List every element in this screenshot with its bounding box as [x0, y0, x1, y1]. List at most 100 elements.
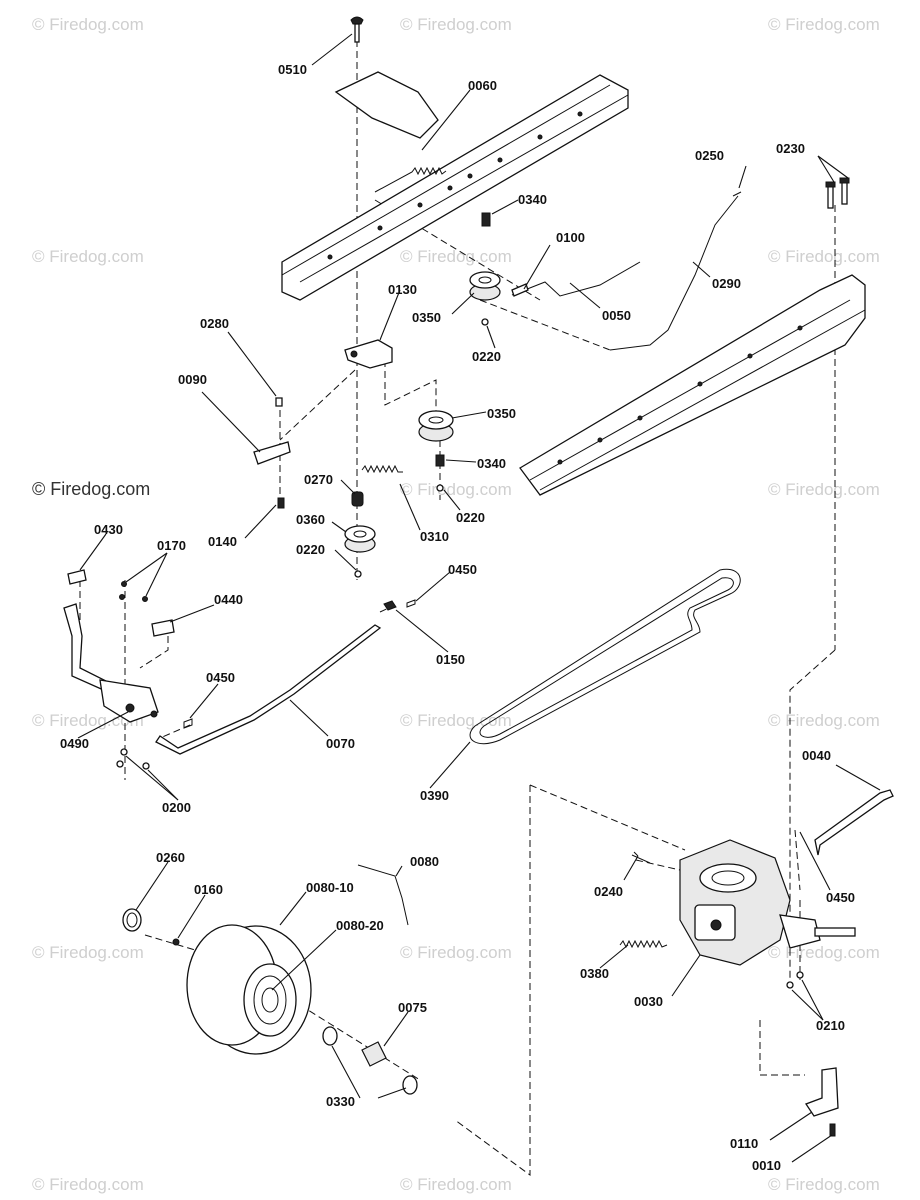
clip-0450: [406, 599, 416, 608]
bracket-0110: [805, 1067, 839, 1117]
washer-0200: [142, 762, 150, 770]
linkage-0050: [511, 261, 641, 297]
fitting-0150: [383, 600, 397, 611]
label-0440: 0440: [214, 592, 243, 607]
label-0075: 0075: [398, 1000, 427, 1015]
idler-pulley-0350-upper: [469, 271, 501, 301]
label-0450: 0450: [826, 890, 855, 905]
label-0050: 0050: [602, 308, 631, 323]
label-0220: 0220: [472, 349, 501, 364]
label-0510: 0510: [278, 62, 307, 77]
label-0430: 0430: [94, 522, 123, 537]
watermark: © Firedog.com: [768, 1175, 880, 1194]
washer-0210: [796, 971, 804, 979]
label-0130: 0130: [388, 282, 417, 297]
label-0210: 0210: [816, 1018, 845, 1033]
bracket-0130: [344, 339, 393, 369]
label-0080-20: 0080-20: [336, 918, 384, 933]
label-0330: 0330: [326, 1094, 355, 1109]
watermark: © Firedog.com: [768, 480, 880, 499]
label-0260: 0260: [156, 850, 185, 865]
clip-0250: [732, 191, 742, 197]
transaxle-0030: [679, 839, 856, 966]
label-0070: 0070: [326, 736, 355, 751]
label-0290: 0290: [712, 276, 741, 291]
washer-0210: [786, 981, 794, 989]
watermark-prominent: © Firedog.com: [32, 479, 150, 499]
rod-0070: [155, 624, 382, 755]
idler-pulley-0350-lower: [418, 410, 454, 442]
nut-0220: [436, 484, 444, 492]
label-0240: 0240: [594, 884, 623, 899]
label-0230: 0230: [776, 141, 805, 156]
label-0220: 0220: [456, 510, 485, 525]
washer-0200: [116, 760, 124, 768]
label-0150: 0150: [436, 652, 465, 667]
spacer-0340: [435, 454, 445, 467]
clip-0160: [172, 938, 180, 946]
watermark: © Firedog.com: [400, 943, 512, 962]
wheel-0080: [186, 924, 312, 1055]
spring-0060: [374, 166, 447, 193]
leader-lines: [77, 33, 881, 1163]
nut-0220: [481, 318, 489, 326]
shift-lever-0490: [63, 603, 159, 723]
watermark: © Firedog.com: [32, 247, 144, 266]
spring-0310: [361, 464, 403, 474]
label-0450: 0450: [448, 562, 477, 577]
label-0040: 0040: [802, 748, 831, 763]
parts: [63, 16, 894, 1137]
screw-0170: [121, 581, 127, 587]
label-0310: 0310: [420, 529, 449, 544]
watermarks: © Firedog.com © Firedog.com © Firedog.co…: [32, 15, 880, 1194]
watermark: © Firedog.com: [32, 943, 144, 962]
watermark: © Firedog.com: [400, 247, 512, 266]
label-0490: 0490: [60, 736, 89, 751]
watermark: © Firedog.com: [32, 15, 144, 34]
label-0010: 0010: [752, 1158, 781, 1173]
watermark: © Firedog.com: [400, 711, 512, 730]
label-0250: 0250: [695, 148, 724, 163]
label-0220: 0220: [296, 542, 325, 557]
valve-stem-0080: [357, 864, 409, 926]
label-0080-10: 0080-10: [306, 880, 354, 895]
label-0350: 0350: [487, 406, 516, 421]
label-0080: 0080: [410, 854, 439, 869]
cover-plate-0060: [334, 71, 439, 139]
label-0100: 0100: [556, 230, 585, 245]
label-0340: 0340: [477, 456, 506, 471]
label-0270: 0270: [304, 472, 333, 487]
pulley-0360: [344, 525, 376, 553]
spacer-0340: [481, 212, 491, 227]
label-0350: 0350: [412, 310, 441, 325]
label-0340: 0340: [518, 192, 547, 207]
clip-0100: [511, 283, 529, 297]
rod-0040: [814, 789, 894, 856]
washer-0330: [322, 1026, 338, 1046]
bolt-0010: [829, 1123, 836, 1137]
label-0160: 0160: [194, 882, 223, 897]
label-0060: 0060: [468, 78, 497, 93]
decal-0430: [67, 569, 87, 585]
label-0140: 0140: [208, 534, 237, 549]
watermark: © Firedog.com: [768, 711, 880, 730]
screw-0170: [119, 594, 125, 600]
label-0380: 0380: [580, 966, 609, 981]
rod-0290: [609, 195, 739, 351]
watermark: © Firedog.com: [768, 247, 880, 266]
watermark: © Firedog.com: [768, 15, 880, 34]
watermark: © Firedog.com: [32, 711, 144, 730]
label-0280: 0280: [200, 316, 229, 331]
watermark: © Firedog.com: [400, 480, 512, 499]
spring-0380: [619, 939, 668, 949]
label-0110: 0110: [730, 1136, 758, 1151]
drive-belt-0390: [469, 568, 741, 745]
bolt-0140: [277, 497, 285, 509]
nut-0220: [354, 570, 362, 578]
bolts-0230: [825, 177, 850, 209]
frame-rail-upper: [281, 74, 629, 301]
watermark: © Firedog.com: [400, 15, 512, 34]
label-0390: 0390: [420, 788, 449, 803]
label-0450: 0450: [206, 670, 235, 685]
